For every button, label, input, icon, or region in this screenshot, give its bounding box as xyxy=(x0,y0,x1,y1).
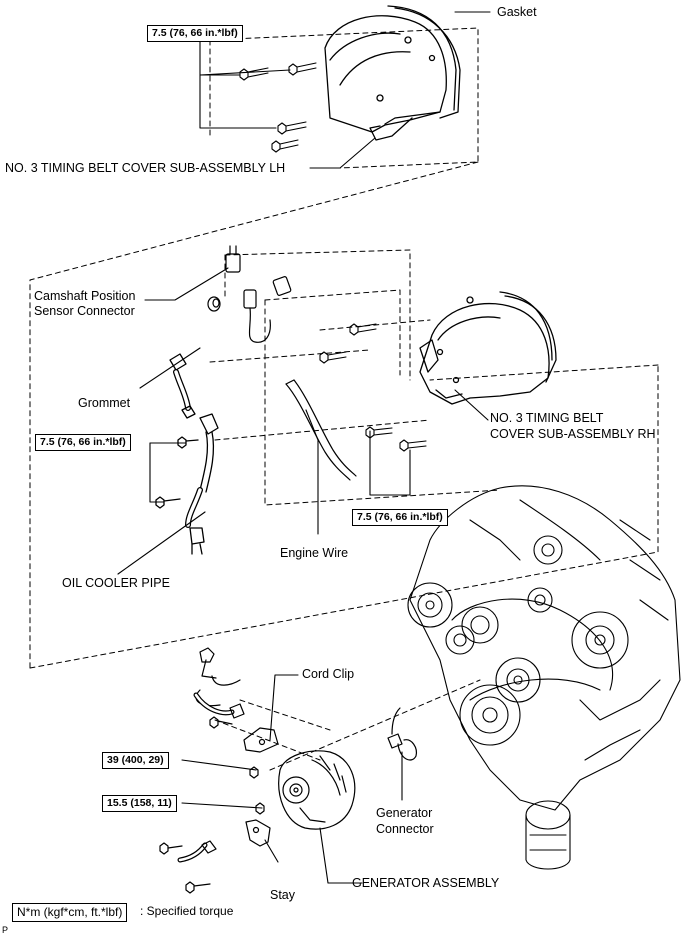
label-engine-wire: Engine Wire xyxy=(280,546,349,560)
label-gasket: Gasket xyxy=(497,5,537,19)
figure-code: P xyxy=(2,925,9,935)
bolts-cover-lh xyxy=(239,62,317,153)
torque-oil-cooler-pipe: 7.5 (76, 66 in.*lbf) xyxy=(35,434,131,451)
camshaft-sensor-connector xyxy=(225,245,292,343)
label-timing-cover-rh-line1: NO. 3 TIMING BELT xyxy=(490,411,604,425)
torque-generator-lower: 15.5 (158, 11) xyxy=(102,795,177,812)
legend-text: : Specified torque xyxy=(140,904,234,918)
engine-block xyxy=(407,485,681,870)
label-oil-cooler-pipe: OIL COOLER PIPE xyxy=(62,576,170,590)
engine-wire-part xyxy=(285,379,357,481)
label-stay: Stay xyxy=(270,888,296,902)
bolts-cover-rh xyxy=(319,323,427,452)
leader-lines xyxy=(117,267,489,884)
label-generator-assembly: GENERATOR ASSEMBLY xyxy=(352,876,500,890)
label-generator-connector-line1: Generator xyxy=(376,806,433,820)
label-grommet: Grommet xyxy=(78,396,131,410)
label-timing-cover-lh: NO. 3 TIMING BELT COVER SUB-ASSEMBLY LH xyxy=(5,161,286,175)
label-timing-cover-rh-line2: COVER SUB-ASSEMBLY RH xyxy=(490,427,656,441)
assembly-dashed-outlines xyxy=(29,27,659,771)
timing-cover-rh xyxy=(419,291,557,405)
generator-parts xyxy=(159,647,356,894)
torque-generator-upper: 39 (400, 29) xyxy=(102,752,169,769)
oil-cooler-pipe-part xyxy=(155,353,219,555)
leader-lines-upper xyxy=(199,11,491,169)
torque-cover-rh: 7.5 (76, 66 in.*lbf) xyxy=(352,509,448,526)
label-generator-connector-line2: Connector xyxy=(376,822,434,836)
label-cord-clip: Cord Clip xyxy=(302,667,355,681)
label-camshaft-sensor-line2: Sensor Connector xyxy=(34,304,135,318)
grommet-part xyxy=(207,296,221,312)
legend-unit-box: N*m (kgf*cm, ft.*lbf) xyxy=(12,903,128,922)
torque-cover-lh: 7.5 (76, 66 in.*lbf) xyxy=(147,25,243,42)
timing-cover-lh xyxy=(324,5,461,141)
label-camshaft-sensor-line1: Camshaft Position xyxy=(34,289,136,303)
